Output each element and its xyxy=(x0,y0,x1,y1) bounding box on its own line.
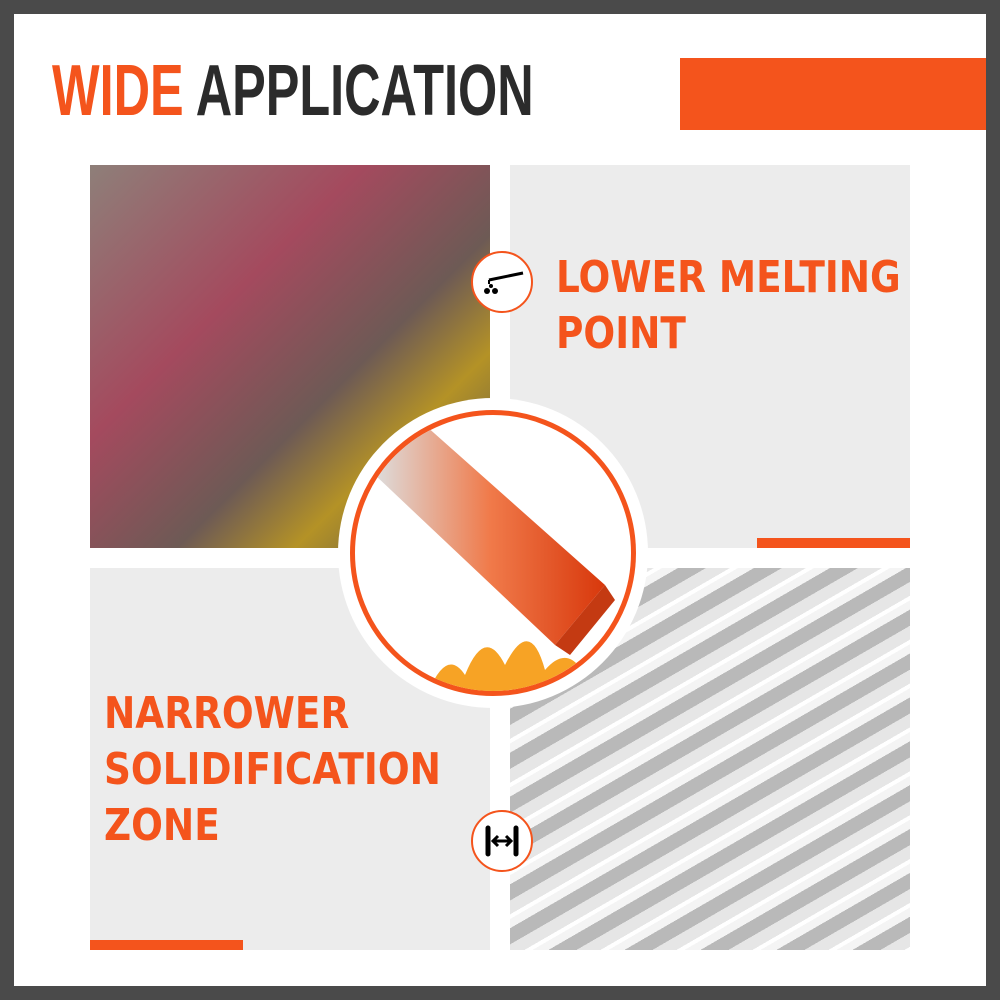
label-line: LOWER MELTING xyxy=(556,252,901,303)
feature-label-solidification: NARROWER SOLIDIFICATION ZONE xyxy=(104,686,441,854)
rod-closeup-circle xyxy=(338,398,648,708)
accent-bar xyxy=(757,538,910,548)
label-line: SOLIDIFICATION xyxy=(104,744,441,795)
page-title: WIDE APPLICATION xyxy=(52,50,534,132)
header-orange-bar xyxy=(680,58,986,130)
title-accent: WIDE xyxy=(52,51,184,131)
label-line: NARROWER xyxy=(104,688,350,739)
accent-bar xyxy=(90,940,243,950)
melting-drip-icon xyxy=(471,251,533,313)
rod-closeup-image xyxy=(350,410,636,696)
narrow-width-arrows-icon xyxy=(471,810,533,872)
feature-label-melting: LOWER MELTING POINT xyxy=(556,250,901,362)
label-line: ZONE xyxy=(104,800,220,851)
label-line: POINT xyxy=(556,308,686,359)
title-main: APPLICATION xyxy=(195,51,534,131)
